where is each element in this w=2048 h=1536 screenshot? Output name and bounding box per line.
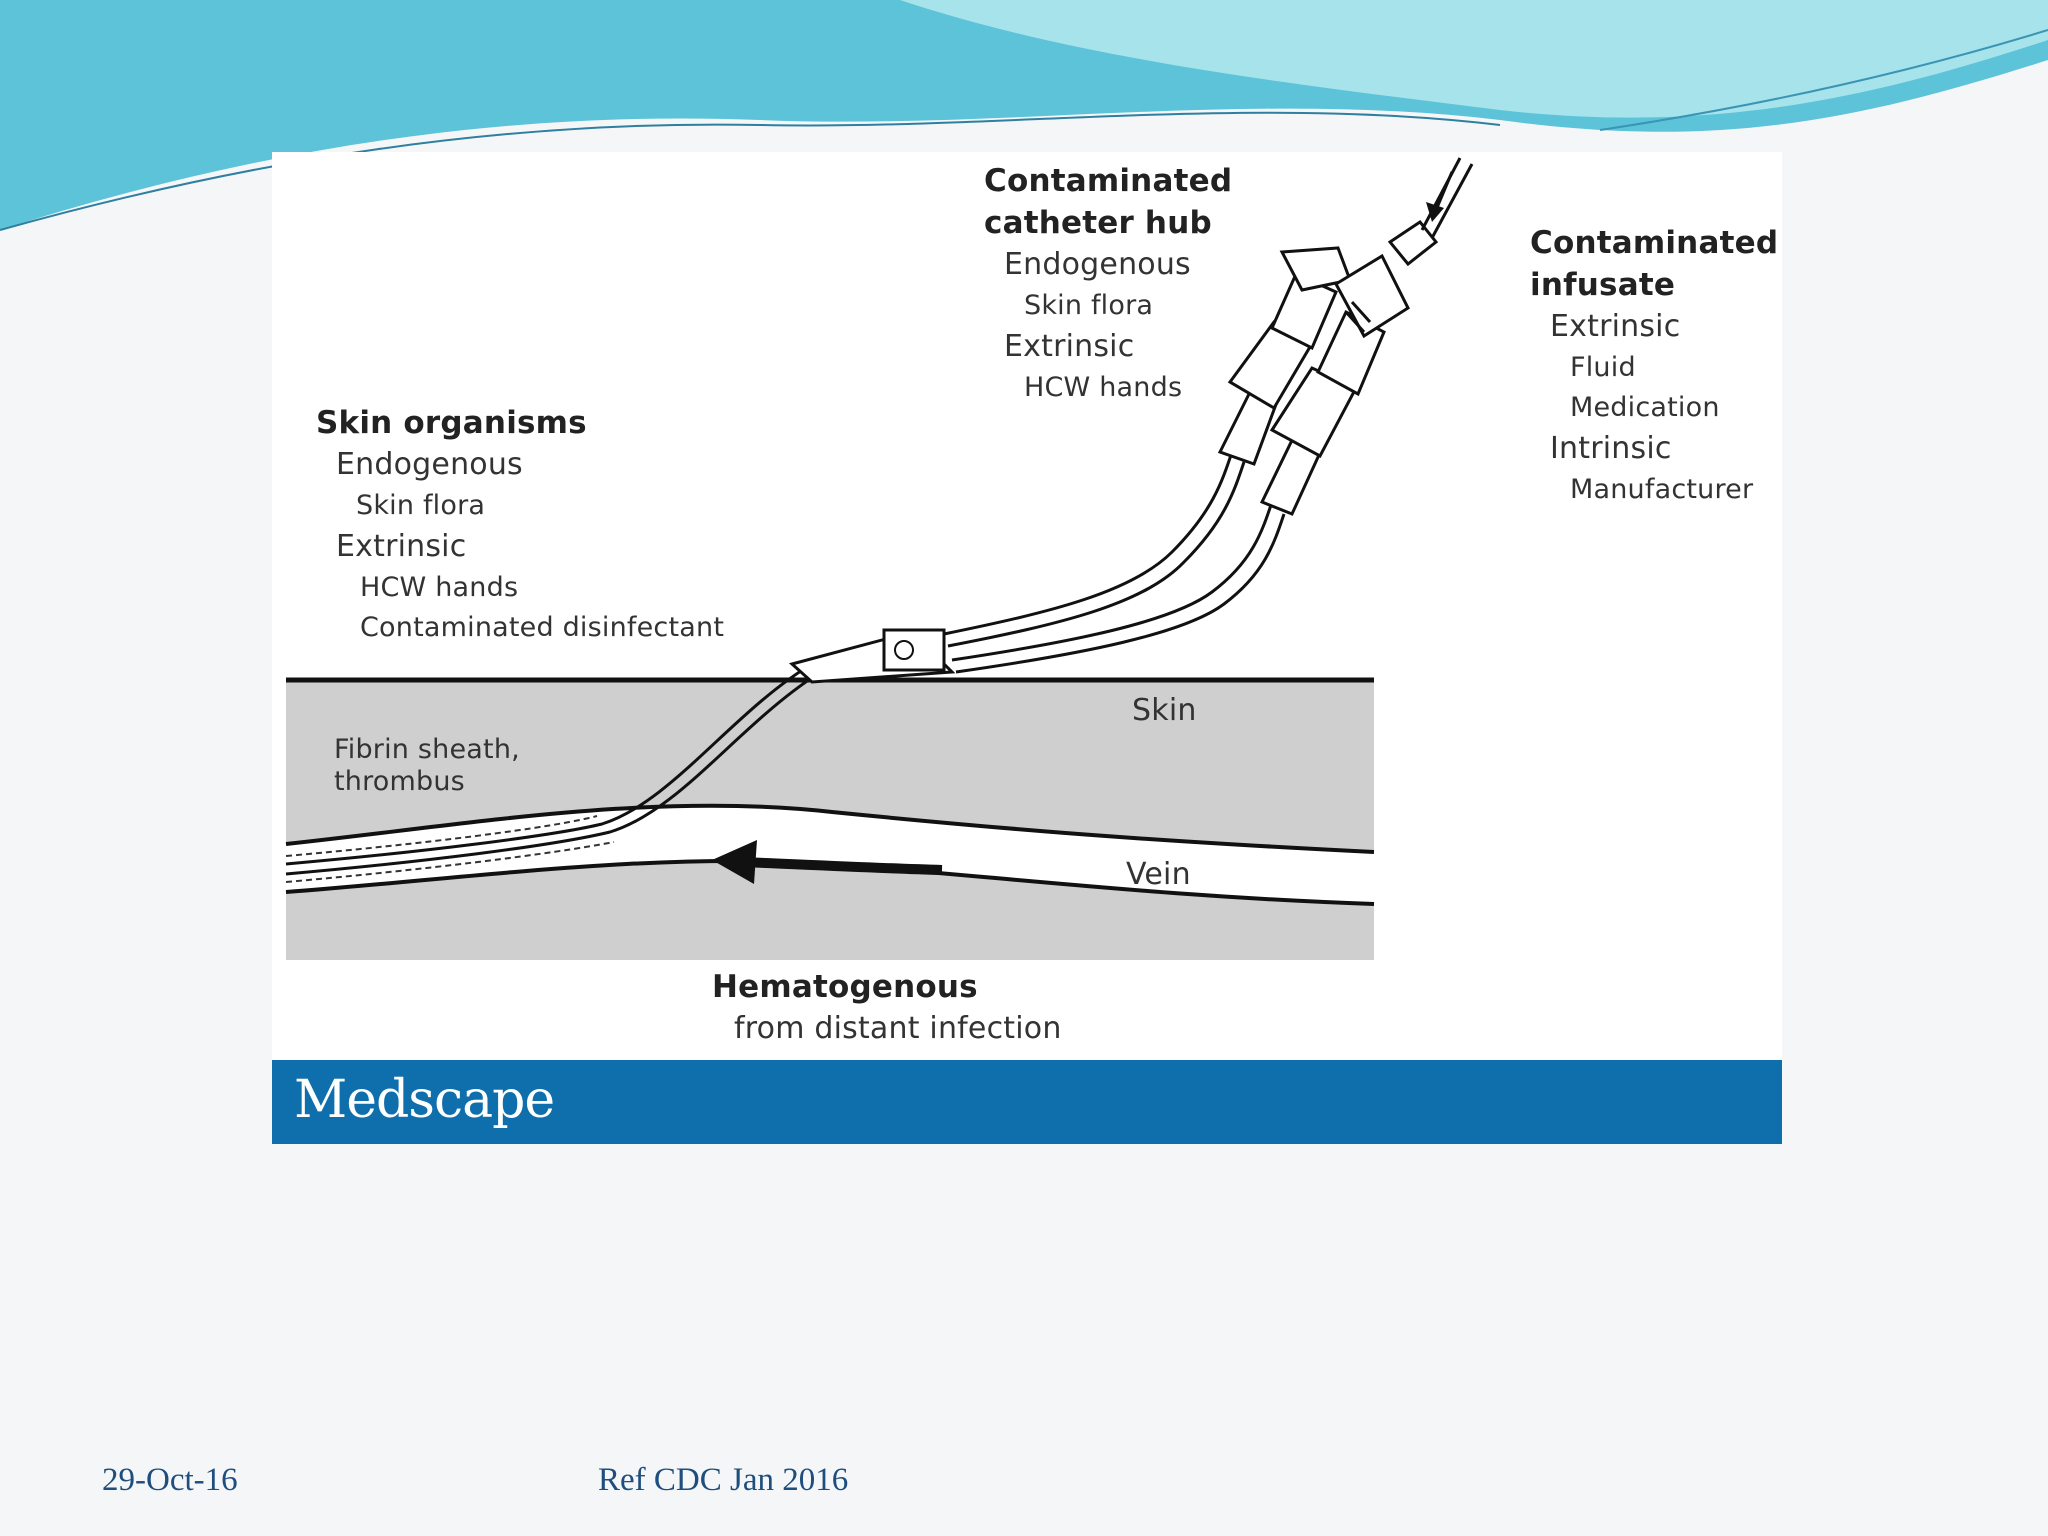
skin-endogenous: Endogenous xyxy=(336,447,523,482)
hub-endogenous: Endogenous xyxy=(1004,247,1191,282)
infusate-line-1 xyxy=(1420,157,1462,231)
infusate-arrowhead xyxy=(1426,202,1444,222)
footer-date: 29-Oct-16 xyxy=(102,1462,238,1498)
hub-hcw-hands: HCW hands xyxy=(1024,372,1183,403)
infusate-title-line-1: Contaminated xyxy=(1530,225,1779,261)
skin-hcw-hands: HCW hands xyxy=(360,572,519,603)
vein-upper-wall xyxy=(285,803,1375,854)
hub-extrinsic: Extrinsic xyxy=(1004,329,1135,364)
infusate-fluid: Fluid xyxy=(1570,352,1636,383)
hub-title-line-2: catheter hub xyxy=(984,205,1212,241)
skin-label-group: Skin organisms Endogenous Skin flora Ext… xyxy=(316,402,724,648)
tubing-line-1 xyxy=(943,451,1234,636)
blood-flow-arrowhead xyxy=(712,840,757,884)
hub-skin-flora: Skin flora xyxy=(1024,290,1154,321)
skin-layer-label: Skin xyxy=(1132,693,1197,728)
header-wave xyxy=(0,0,2048,231)
catheter-infection-figure: Contaminated catheter hub Endogenous Ski… xyxy=(272,152,1782,1144)
infusate-extrinsic: Extrinsic xyxy=(1550,309,1681,344)
hematogenous-sub: from distant infection xyxy=(734,1011,1062,1046)
skin-skin-flora: Skin flora xyxy=(356,490,486,521)
catheter-diagram xyxy=(285,157,1474,960)
skin-extrinsic: Extrinsic xyxy=(336,529,467,564)
skin-title: Skin organisms xyxy=(316,405,587,441)
skin-disinfectant: Contaminated disinfectant xyxy=(360,612,725,643)
infusate-arrow xyxy=(1434,171,1454,211)
catheter-in-vein-2 xyxy=(285,668,825,876)
fibrin-label-line-1: Fibrin sheath, xyxy=(334,734,520,765)
blood-flow-arrow xyxy=(741,857,943,875)
hub-title-line-1: Contaminated xyxy=(984,163,1233,199)
infusate-manufacturer: Manufacturer xyxy=(1570,474,1754,505)
infusate-title-line-2: infusate xyxy=(1530,267,1676,303)
tubing-line-2b xyxy=(955,513,1286,674)
medscape-logo: Medscape xyxy=(294,1070,555,1130)
infusate-label-group: Contaminated infusate Extrinsic Fluid Me… xyxy=(1530,222,1778,510)
suture-knot xyxy=(894,640,914,660)
fibrin-label-line-2: thrombus xyxy=(334,766,465,797)
infusion-connector xyxy=(1259,219,1439,516)
infusate-line-2 xyxy=(1430,163,1474,239)
infusate-medication: Medication xyxy=(1570,392,1720,423)
infusate-intrinsic: Intrinsic xyxy=(1550,431,1672,466)
hub-label-group: Contaminated catheter hub Endogenous Ski… xyxy=(984,160,1232,408)
hematogenous-title: Hematogenous xyxy=(712,969,978,1005)
fibrin-sheath xyxy=(285,815,598,857)
footer-reference: Ref CDC Jan 2016 xyxy=(598,1462,849,1498)
medscape-brand-bar: Medscape xyxy=(272,1060,1782,1144)
vein-lumen xyxy=(286,805,1374,904)
tubing-line-2 xyxy=(951,501,1274,662)
fibrin-sheath-2 xyxy=(285,841,615,883)
vein-label: Vein xyxy=(1126,857,1191,892)
tubing-line-1b xyxy=(947,461,1246,648)
catheter-in-vein xyxy=(285,662,813,866)
